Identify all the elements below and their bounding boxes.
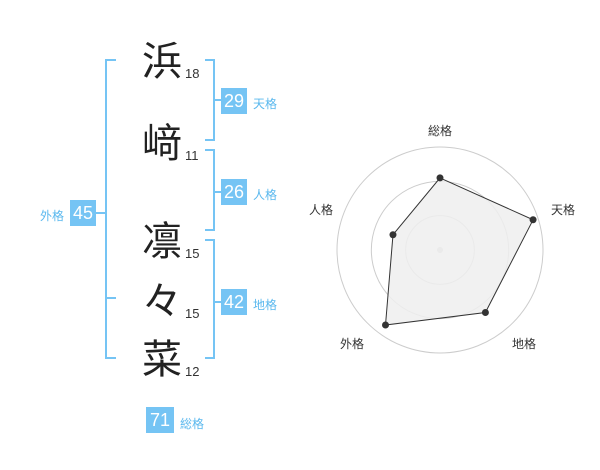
gaikaku-bracket (105, 59, 116, 359)
jinkaku-label: 人格 (253, 188, 278, 202)
chikaku-label: 地格 (253, 298, 278, 312)
jinkaku-value: 26 (221, 179, 247, 205)
name-char-1: 浜 (142, 39, 182, 85)
gaikaku-value: 45 (70, 200, 96, 226)
stroke-count-2: 11 (185, 148, 199, 163)
radar-point-2 (481, 308, 489, 316)
radar-point-3 (382, 321, 390, 329)
stroke-count-1: 18 (185, 66, 200, 81)
radar-label-chikaku: 地格 (512, 337, 537, 351)
soukaku-value: 71 (146, 407, 174, 433)
name-char-2: 﨑 (142, 121, 182, 167)
radar-polygon (384, 177, 534, 326)
tenkaku-value: 29 (221, 88, 247, 114)
radar-point-4 (389, 231, 397, 239)
name-char-5: 菜 (142, 337, 182, 383)
radar-label-soukaku: 総格 (428, 124, 453, 138)
gaikaku-label: 外格 (40, 209, 65, 223)
stroke-count-4: 15 (185, 306, 200, 321)
radar-point-1 (529, 216, 537, 224)
soukaku-label: 総格 (180, 417, 205, 431)
radar-label-tenkaku: 天格 (551, 203, 576, 217)
name-char-3: 凛 (142, 219, 182, 265)
stroke-count-5: 12 (185, 364, 200, 379)
name-char-4: 々 (142, 279, 182, 325)
chikaku-bracket (205, 239, 215, 359)
jinkaku-bracket (205, 149, 215, 231)
radar-point-0 (436, 174, 444, 182)
chikaku-value: 42 (221, 289, 247, 315)
radar-label-jinkaku: 人格 (309, 203, 334, 217)
radar-ring-3 (336, 146, 544, 354)
stroke-count-3: 15 (185, 246, 200, 261)
radar-label-gaikaku: 外格 (340, 337, 365, 351)
tenkaku-label: 天格 (253, 97, 278, 111)
